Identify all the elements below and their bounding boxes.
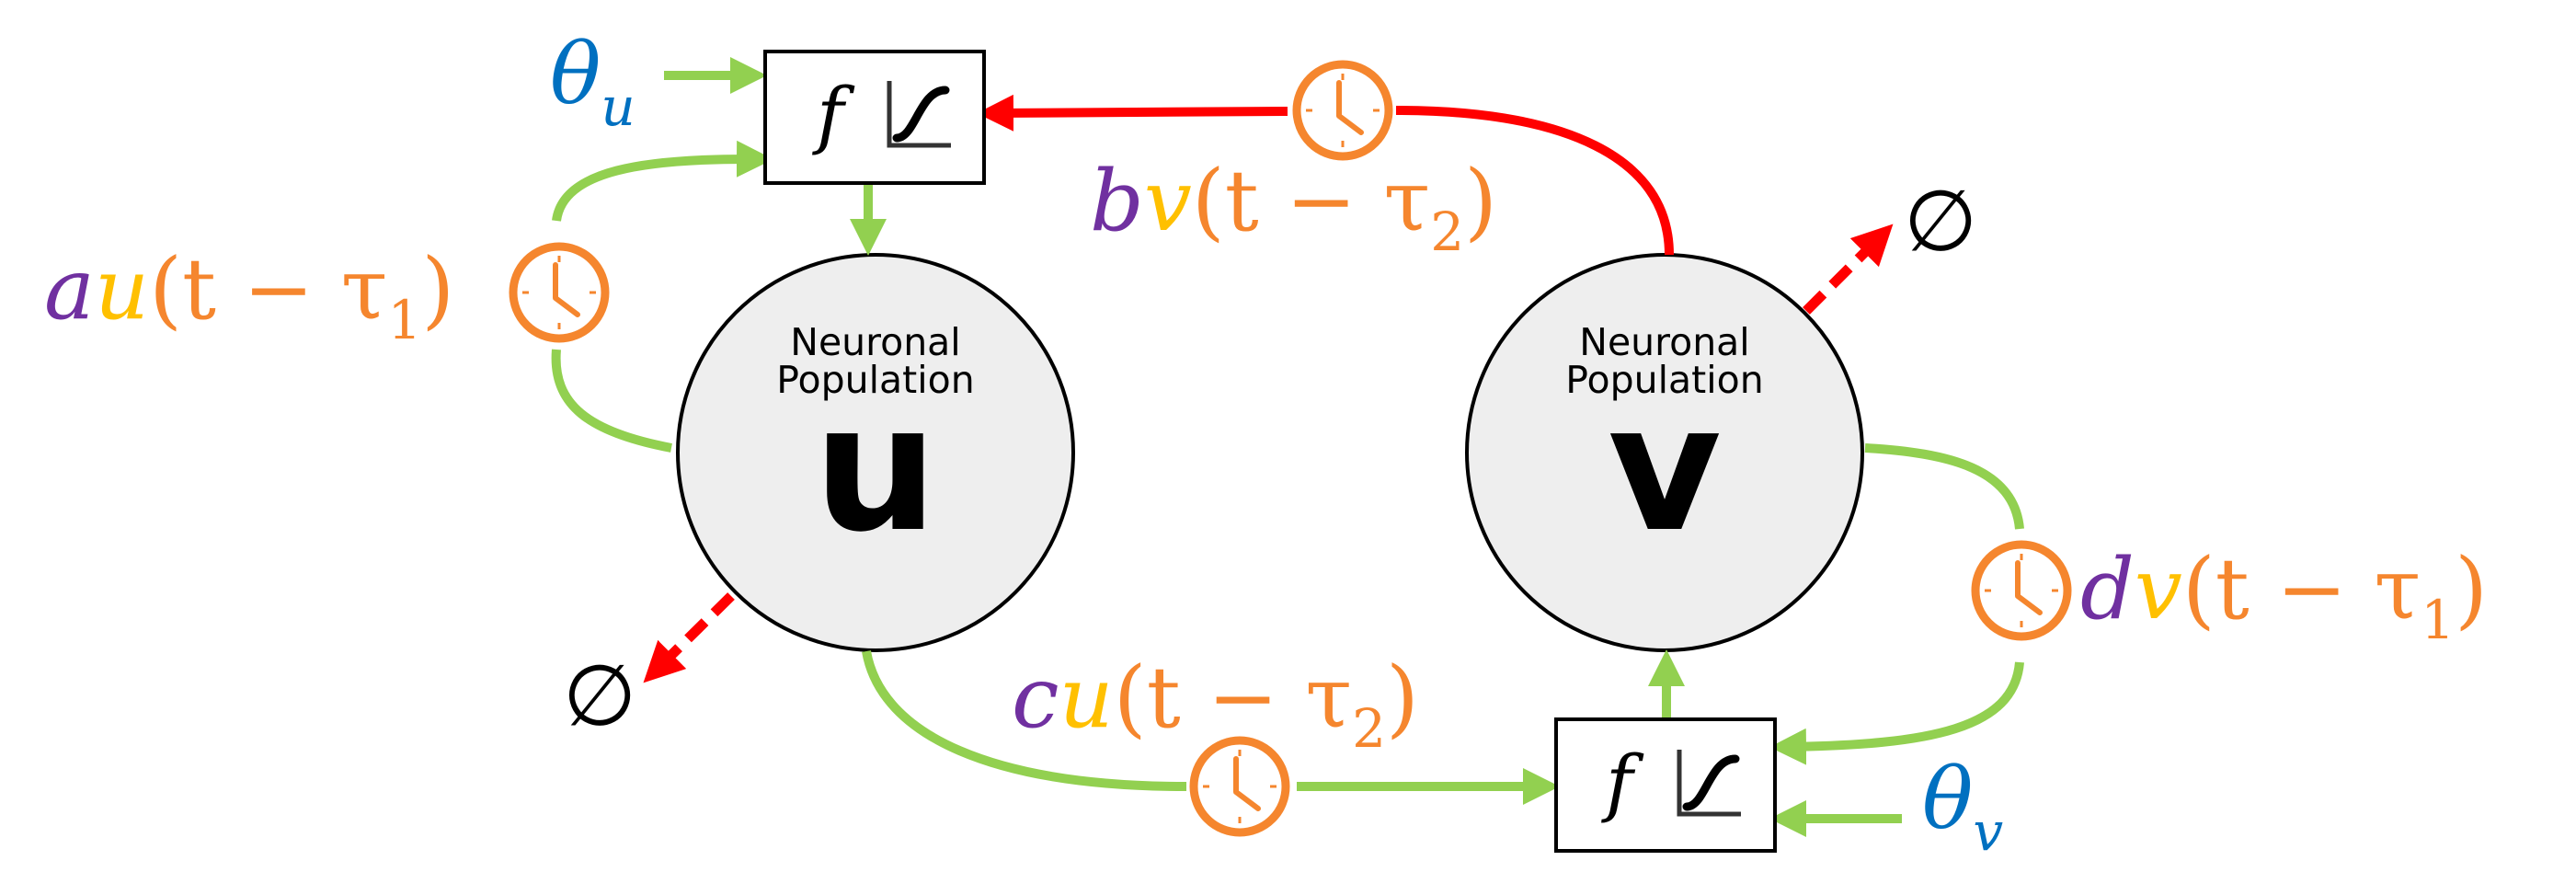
u-to-v-path-a [862, 650, 1187, 791]
term-cu: cu(t − τ2) [1012, 648, 1419, 760]
population-v-caption-line2: Population [1565, 358, 1763, 402]
sigmoid-curve-icon [1677, 750, 1741, 817]
theta-v-label: θv [1922, 750, 2003, 863]
clock-icon [513, 247, 605, 338]
transfer-box-u: f [763, 50, 986, 185]
decay-symbol-v: ∅ [1904, 172, 1977, 270]
term-dv: dv(t − τ1) [2080, 540, 2488, 651]
term-bv: bv(t − τ2) [1090, 152, 1497, 263]
clock-icon [1975, 545, 2067, 637]
population-u-symbol: u [813, 367, 937, 570]
population-u-caption-line2: Population [776, 358, 974, 402]
decay-arrows [643, 224, 1894, 683]
clock-icon [1297, 64, 1389, 156]
decay-arrow-v [1803, 224, 1894, 315]
green-connections [551, 57, 2024, 837]
decay-arrow-u [643, 592, 735, 683]
population-u-node: Neuronal Population u [676, 253, 1075, 652]
population-u-caption-line1: Neuronal [790, 320, 960, 364]
u-self-loop-upper [552, 140, 773, 222]
clock-icon [1194, 740, 1286, 832]
v-to-box-u-path-a [1395, 106, 1674, 256]
u-self-loop-lower [551, 349, 672, 453]
transfer-box-v: f [1554, 717, 1777, 853]
term-au: au(t − τ1) [44, 240, 454, 351]
population-v-caption-line1: Neuronal [1579, 320, 1749, 364]
sigmoid-curve-icon [887, 81, 951, 148]
decay-symbol-u: ∅ [563, 647, 636, 745]
theta-u-label: θu [550, 25, 635, 138]
v-self-loop-lower [1769, 661, 2024, 765]
v-to-box-u-path-b [977, 94, 1288, 132]
population-v-node: Neuronal Population v [1465, 253, 1864, 652]
population-v-symbol: v [1608, 367, 1722, 570]
red-inhibitory-connection [977, 94, 1674, 256]
v-self-loop-upper [1864, 443, 2024, 530]
